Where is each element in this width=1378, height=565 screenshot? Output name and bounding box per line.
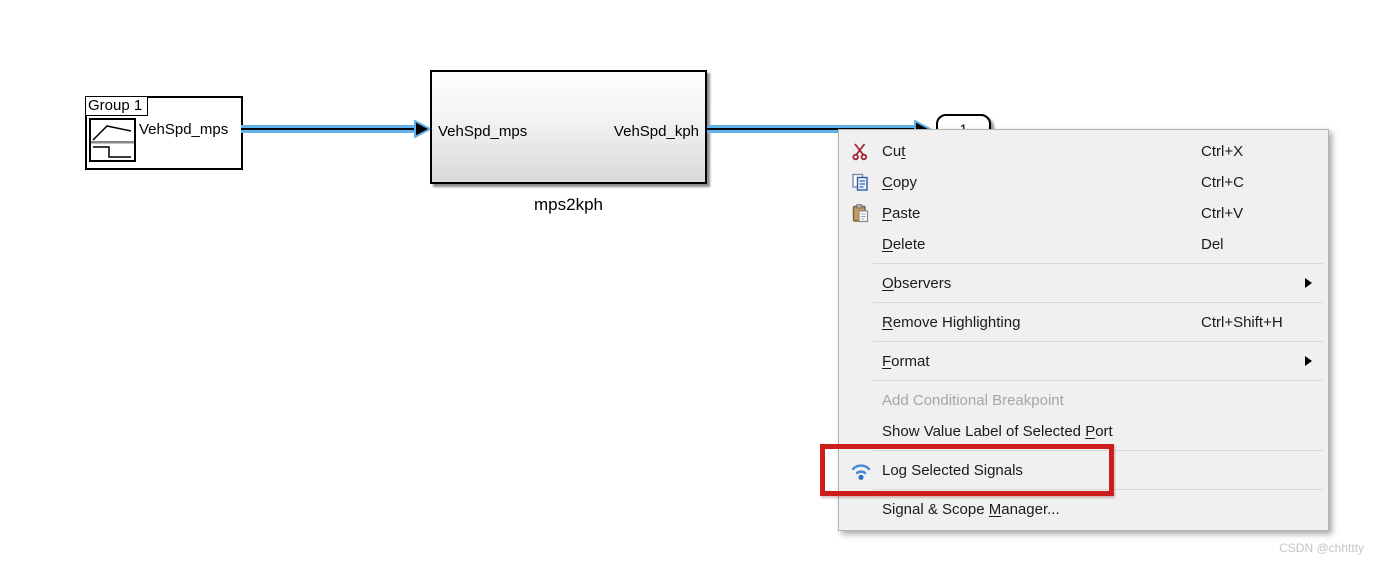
menu-separator bbox=[873, 263, 1323, 264]
menu-separator bbox=[873, 302, 1323, 303]
menu-item-label: Show Value Label of Selected Port bbox=[882, 423, 1113, 440]
source-signal-label: VehSpd_mps bbox=[139, 121, 229, 138]
menu-item-log-selected-signals[interactable]: Log Selected Signals bbox=[839, 455, 1328, 486]
menu-item-label: Delete bbox=[882, 236, 926, 253]
signal-arrow-icon bbox=[414, 120, 431, 138]
subsystem-output-port-label: VehSpd_kph bbox=[613, 123, 699, 140]
menu-item-paste[interactable]: Paste Ctrl+V bbox=[839, 198, 1328, 229]
menu-item-label: Remove Highlighting bbox=[882, 314, 1021, 331]
menu-item-cut[interactable]: Cut Ctrl+X bbox=[839, 136, 1328, 167]
menu-item-label: Observers bbox=[882, 275, 952, 292]
menu-item-label: Copy bbox=[882, 174, 918, 191]
subsystem-block-mps2kph[interactable]: VehSpd_mps VehSpd_kph bbox=[430, 70, 707, 184]
menu-separator bbox=[873, 341, 1323, 342]
watermark-text: CSDN @chhttty bbox=[1279, 541, 1364, 555]
copy-icon bbox=[839, 173, 882, 192]
signal-line-source-to-subsystem[interactable] bbox=[241, 125, 416, 133]
menu-item-observers[interactable]: Observers bbox=[839, 268, 1328, 299]
menu-item-signal-scope-manager[interactable]: Signal & Scope Manager... bbox=[839, 494, 1328, 525]
menu-item-label: Add Conditional Breakpoint bbox=[882, 392, 1064, 409]
menu-item-label: Log Selected Signals bbox=[882, 462, 1023, 479]
signal-builder-waveforms-icon bbox=[89, 118, 136, 162]
menu-item-shortcut: Ctrl+C bbox=[1201, 174, 1244, 191]
menu-item-label: Signal & Scope Manager... bbox=[882, 501, 1060, 518]
signal-context-menu: Cut Ctrl+X Copy Ctrl+C bbox=[838, 129, 1329, 531]
menu-item-label: Cut bbox=[882, 143, 906, 160]
wifi-signal-logging-icon bbox=[839, 460, 882, 481]
scissors-icon bbox=[839, 142, 882, 161]
submenu-arrow-icon bbox=[1305, 356, 1312, 366]
signal-line-subsystem-to-outport[interactable] bbox=[707, 125, 916, 133]
menu-item-shortcut: Ctrl+X bbox=[1201, 143, 1244, 160]
menu-separator bbox=[873, 380, 1323, 381]
subsystem-block-name: mps2kph bbox=[534, 195, 603, 214]
menu-item-show-value-label[interactable]: Show Value Label of Selected Port bbox=[839, 416, 1328, 447]
menu-item-shortcut: Ctrl+Shift+H bbox=[1201, 314, 1283, 331]
menu-item-remove-highlighting[interactable]: Remove Highlighting Ctrl+Shift+H bbox=[839, 307, 1328, 338]
menu-item-shortcut: Ctrl+V bbox=[1201, 205, 1244, 222]
menu-item-label: Format bbox=[882, 353, 930, 370]
menu-item-add-conditional-breakpoint: Add Conditional Breakpoint bbox=[839, 385, 1328, 416]
signal-builder-block[interactable]: Group 1 VehSpd_mps bbox=[85, 96, 243, 170]
menu-item-label: Paste bbox=[882, 205, 921, 222]
menu-item-copy[interactable]: Copy Ctrl+C bbox=[839, 167, 1328, 198]
menu-item-delete[interactable]: Delete Del bbox=[839, 229, 1328, 260]
signal-group-tab: Group 1 bbox=[86, 97, 149, 116]
menu-separator bbox=[873, 450, 1323, 451]
submenu-arrow-icon bbox=[1305, 278, 1312, 288]
menu-item-format[interactable]: Format bbox=[839, 346, 1328, 377]
paste-icon bbox=[839, 204, 882, 223]
menu-item-shortcut: Del bbox=[1201, 236, 1224, 253]
subsystem-input-port-label: VehSpd_mps bbox=[438, 123, 528, 140]
menu-separator bbox=[873, 489, 1323, 490]
